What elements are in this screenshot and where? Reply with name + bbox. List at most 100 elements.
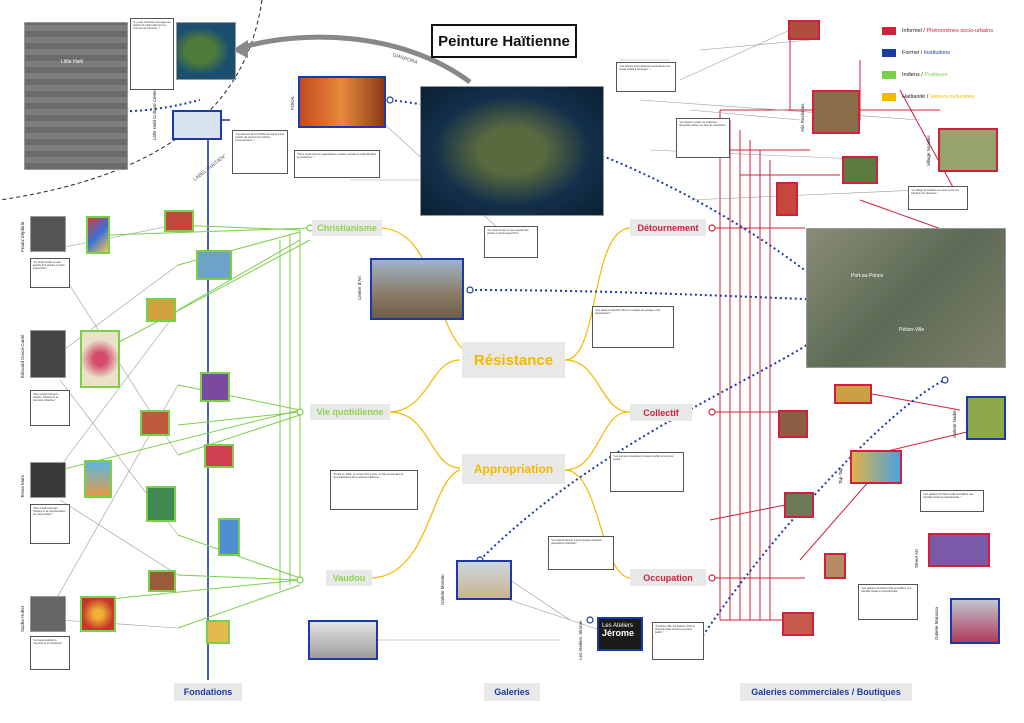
diagram-title: Peinture Haïtienne [431,24,577,58]
atis-rezistans-label: Atis Rezistans [800,103,805,132]
note-occupation: "Les peintres investissent l'espace publ… [610,452,684,492]
tap-tap-photo [850,450,902,484]
little-haiti-cultural-center-photo [172,110,222,140]
painting-small-10 [206,620,230,644]
note-artist-1: "Ce projet révèle ce que signifie être p… [30,258,70,288]
legend-label: Indiens [902,72,920,78]
note-nader: "Les galeries de Pétion-Ville accueillen… [920,490,984,512]
street-art-photo-7 [928,533,990,567]
note-atis: "La création à partir de matériaux récup… [676,118,730,158]
painting-flowers [80,330,120,388]
fokal-photo [298,76,386,128]
street-art-photo-5 [778,410,808,438]
legend-item-haitianite: Haïtianité / Valeurs culturelles [882,86,1022,108]
note-soutien: "Nous soutenons les organisations, ateli… [294,150,380,178]
village-noailles-label: Village Noailles [926,135,931,166]
legend-swatch-gold [882,93,896,101]
artist-portrait-1 [30,216,66,252]
centre-art-photo [370,258,464,320]
street-market-photo-2 [842,156,878,184]
theme-occupation: Occupation [630,569,706,586]
legend: Informel / Phénomènes socio-urbains Form… [882,20,1022,108]
legend-sublabel: Phénomènes socio-urbains [926,28,994,34]
galerie-marassa-photo [950,598,1000,644]
note-tessa: "Mon travail interroge l'histoire et la … [30,504,70,544]
village-noailles-photo [938,128,998,172]
note-fokal: "La présence de la FOKAL témoigne d'une … [232,130,288,174]
painting-small-8 [218,518,240,556]
theme-detournement: Détournement [630,219,706,236]
centre-art-label: Centre d'Art [357,276,362,300]
artist-name-2: Édouard Duval-Carrié [20,334,25,378]
column-fondations: Fondations [174,683,242,701]
legend-sublabel: Pratiques [924,72,948,78]
little-haiti-map: Little Haiti [24,22,128,170]
legend-label: Informel [902,28,922,34]
artist-portrait-4 [30,596,66,632]
galerie-nader-label: Galerie Nader [952,409,957,438]
theme-collectif: Collectif [630,404,692,421]
theme-resistance: Résistance [462,342,565,378]
note-centre-art: "Fondé en 1944, le Centre d'Art a joué u… [330,470,418,510]
legend-label: Formel [902,50,920,56]
jerome-logo-line2: Jérome [602,628,635,638]
theme-appropriation: Appropriation [462,454,565,484]
painting-figure [84,460,112,498]
painting-small-3 [146,298,176,322]
legend-swatch-green [882,71,896,79]
street-market-photo-1 [788,20,820,40]
note-duval: "Mon travail évoque le vaudou, l'histoir… [30,390,70,426]
legend-item-informel: Informel / Phénomènes socio-urbains [882,20,1022,42]
tap-tap-label: Tap-Tap [838,467,843,484]
legend-sublabel: Institutions [923,50,951,56]
note-little-haiti: "Il y a de nombreux ouvrages qui parlent… [130,18,174,90]
painting-abstract [86,216,110,254]
theme-vie-quotidienne: Vie quotidienne [310,404,390,420]
painting-small-1 [164,210,194,232]
legend-sublabel: Valeurs culturelles [929,94,975,100]
legend-item-formel: Formel / Institutions [882,42,1022,64]
legend-swatch-red [882,27,896,35]
fokal-label: FOKAL [290,95,295,110]
galerie-monnin-photo [456,560,512,600]
painting-small-9 [148,570,176,592]
artist-portrait-2 [30,330,66,378]
afficheuse-photo [308,620,378,660]
note-marassa: "Les galeries de Pétion-Ville accueillen… [858,584,918,620]
column-galeries: Galeries [484,683,540,701]
little-haiti-center-label: Little Haiti Cultural Center [152,88,157,140]
painting-small-7 [146,486,176,522]
street-art-label: Street Art [914,549,919,568]
galerie-nader-photo [966,396,1006,440]
galerie-marassa-label: Galerie Marassa [934,606,939,640]
street-art-photo-9 [782,612,814,636]
note-collectif: "Les ateliers collectifs offrent un espa… [592,306,674,348]
street-art-photo-6 [784,492,814,518]
port-au-prince-map: Port-au-Prince Pétion-Ville [806,228,1006,368]
painting-small-4 [200,372,230,402]
painting-small-5 [140,410,170,436]
port-au-prince-label: Port-au-Prince [851,273,884,279]
painting-small-6 [204,444,234,468]
legend-label: Haïtianité [902,94,926,100]
florida-map [176,22,236,80]
artist-name-3: Tessa Mars [20,474,25,498]
artist-portrait-3 [30,462,66,498]
galerie-monnin-label: Galerie Monnin [440,574,445,605]
note-huber: "Le travail explore la mémoire et la rés… [30,636,70,670]
artist-name-1: Frantz Zéphirin [20,221,25,252]
jerome-logo-line1: Les Ateliers [602,623,634,629]
artist-name-4: Sasha Huber [20,605,25,632]
theme-vaudou: Vaudou [326,570,372,586]
painting-mask [80,596,116,632]
column-commerciales: Galeries commerciales / Boutiques [740,683,912,701]
ateliers-jerome-label: Les Ateliers Jérome [578,620,583,660]
legend-item-indiens: Indiens / Pratiques [882,64,1022,86]
note-monnin: "La Galerie Monnin a accompagné plusieur… [548,536,614,570]
note-peintre: "Ce projet révèle ce que signifie être p… [484,226,538,258]
theme-christianisme: Christianisme [312,220,382,236]
legend-swatch-blue [882,49,896,57]
petion-ville-label: Pétion-Ville [899,327,925,333]
haiti-satellite-map [420,86,604,216]
